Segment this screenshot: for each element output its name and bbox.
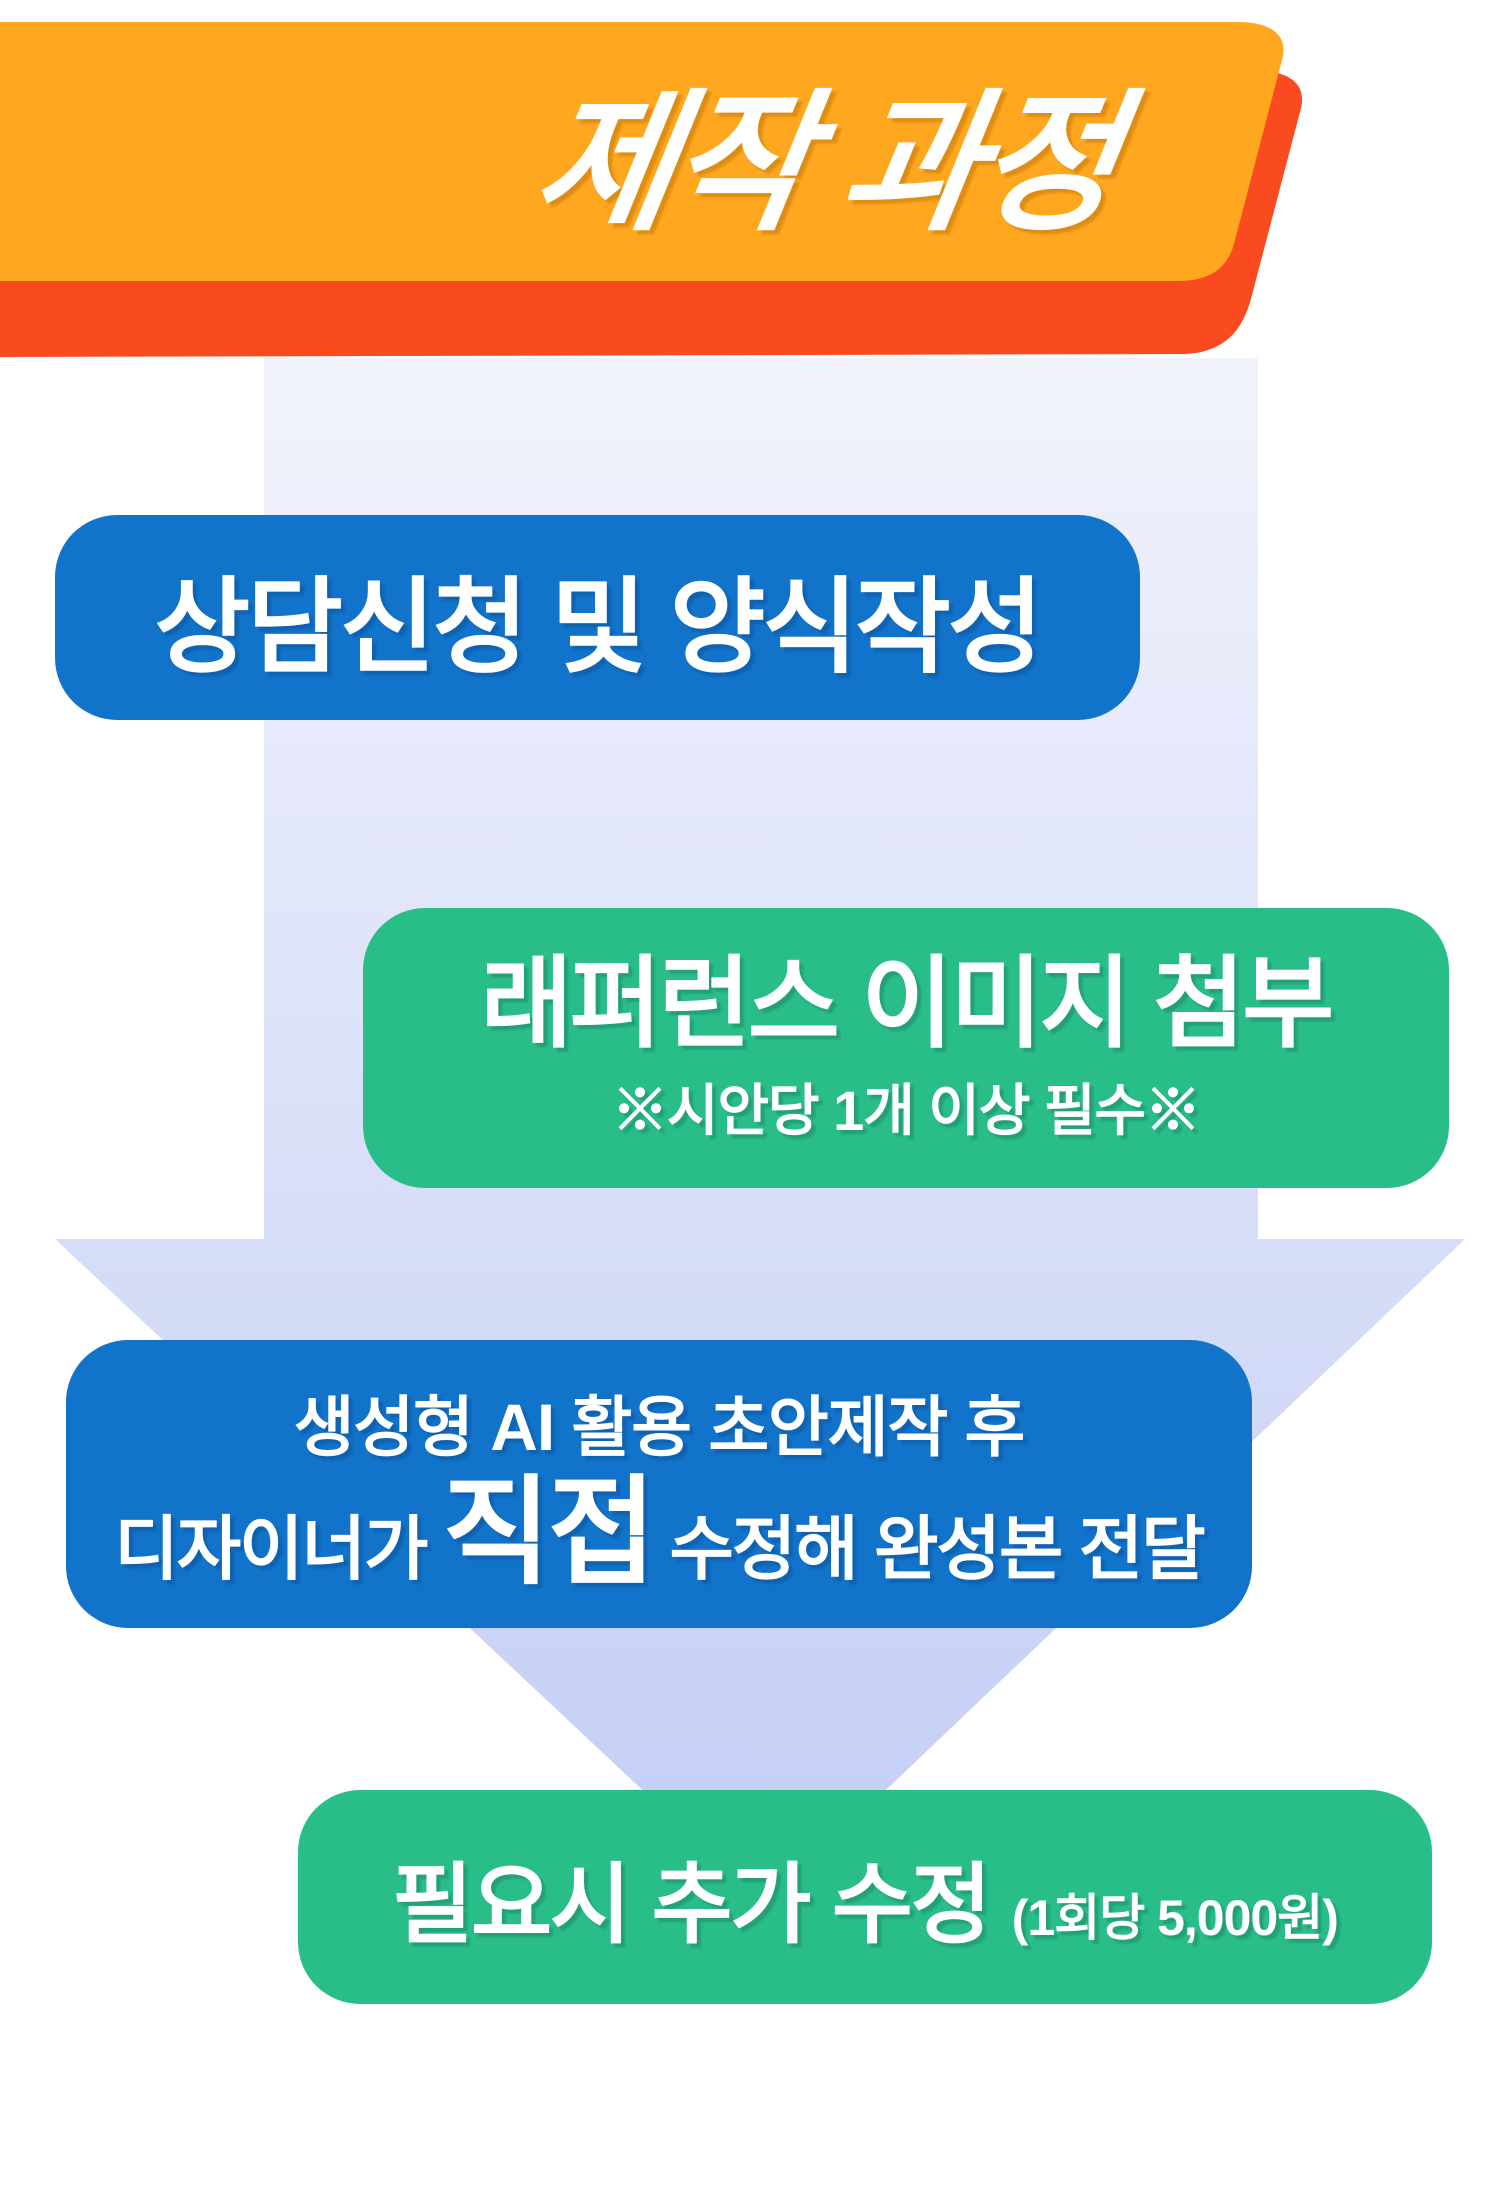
page-title: 제작 과정 [290,26,1365,274]
step-ai-draft-line2-prefix: 디자이너가 [114,1510,428,1588]
step-reference-image-note: ※시안당 1개 이상 필수※ [612,1078,1201,1142]
step-extra-revision: 필요시 추가 수정 (1회당 5,000원) [298,1790,1432,2004]
step-ai-draft-line2: 디자이너가 직접 수정해 완성본 전달 [114,1467,1206,1599]
step-reference-image-label: 래퍼런스 이미지 첨부 [480,947,1335,1060]
step-ai-draft: 생성형 AI 활용 초안제작 후 디자이너가 직접 수정해 완성본 전달 [66,1340,1252,1628]
step-ai-draft-line1: 생성형 AI 활용 초안제작 후 [293,1390,1026,1464]
page-title-text: 제작 과정 [523,79,1128,249]
step-extra-revision-row: 필요시 추가 수정 (1회당 5,000원) [392,1834,1339,1961]
banner-orange-layer [0,22,1284,281]
step-extra-revision-price: (1회당 5,000원) [1011,1889,1339,1946]
step-consult-request-label: 상담신청 및 양식작성 [154,570,1044,686]
step-ai-draft-line2-suffix: 수정해 완성본 전달 [669,1510,1206,1588]
step-reference-image: 래퍼런스 이미지 첨부 ※시안당 1개 이상 필수※ [363,908,1449,1188]
step-consult-request: 상담신청 및 양식작성 [55,515,1140,720]
header-banner [0,22,1303,357]
step-extra-revision-label: 필요시 추가 수정 [392,1854,992,1954]
step-ai-draft-line2-emphasis: 직접 [442,1467,656,1599]
